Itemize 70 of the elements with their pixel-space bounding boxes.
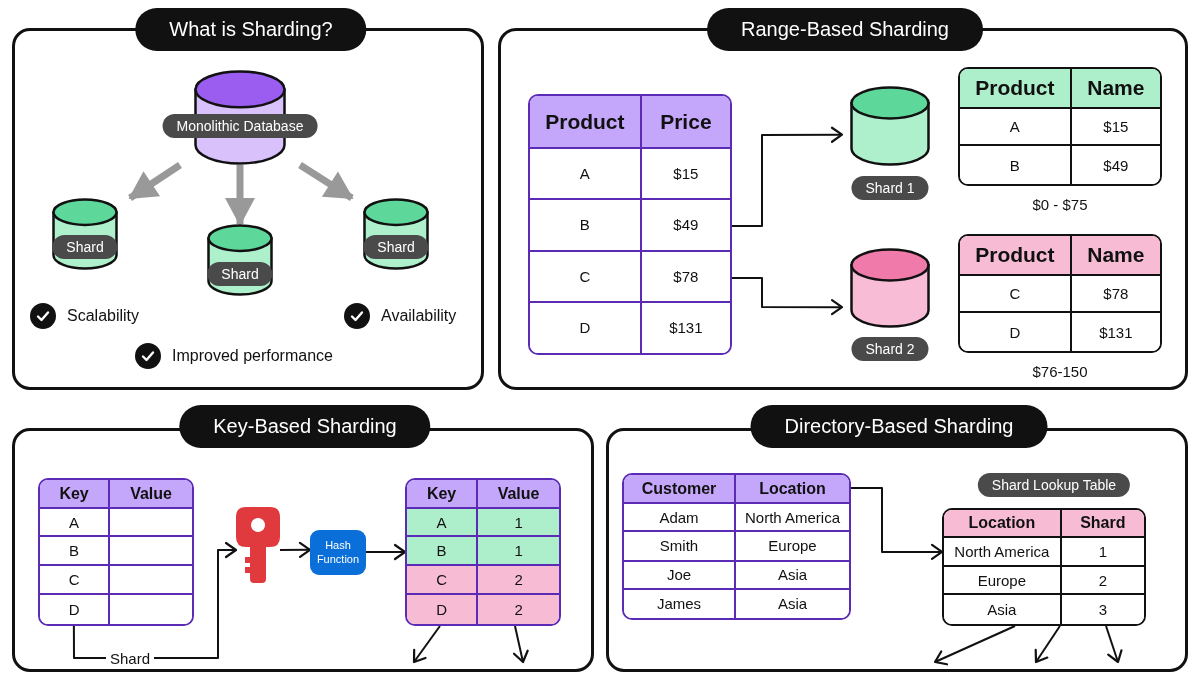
table-header: Name xyxy=(1071,69,1160,109)
arrow xyxy=(731,277,844,316)
table-cell: C xyxy=(960,275,1072,314)
arrow xyxy=(412,625,441,664)
arrow xyxy=(298,162,354,201)
table-header: Value xyxy=(110,480,192,510)
table-cell: 2 xyxy=(478,565,559,595)
benefit-text: Availability xyxy=(381,307,457,325)
table-cell: Smith xyxy=(624,532,736,562)
process-box: Hash Function xyxy=(310,530,366,575)
section-title: Key-Based Sharding xyxy=(179,405,431,448)
table-cell: D xyxy=(530,302,642,353)
arrow xyxy=(850,487,944,561)
arrow xyxy=(933,625,1017,666)
arrow xyxy=(731,126,844,228)
table-cell: D xyxy=(407,594,479,624)
node-label: Shard xyxy=(207,262,273,286)
range-label: $76-150 xyxy=(1032,362,1088,380)
table-cell: 2 xyxy=(478,594,559,624)
table-header: Key xyxy=(407,480,479,510)
arrow xyxy=(1034,625,1061,664)
table-cell: D xyxy=(40,594,111,624)
section-title: Range-Based Sharding xyxy=(707,8,983,51)
table-header: Product xyxy=(530,96,642,150)
table-cell: A xyxy=(407,509,479,538)
table-cell: C xyxy=(407,565,479,595)
table-header: Shard xyxy=(1061,510,1144,538)
table-header: Location xyxy=(736,475,849,505)
table-cell: A xyxy=(40,509,111,538)
table-cell: B xyxy=(530,200,642,252)
table-cell: Adam xyxy=(624,504,736,533)
table-cell: C xyxy=(40,565,111,595)
table-header: Name xyxy=(1071,236,1160,276)
table-header: Product xyxy=(960,69,1072,109)
benefit-text: Scalability xyxy=(67,307,140,325)
table-cell: A xyxy=(960,108,1072,147)
range-label: $0 - $75 xyxy=(1032,195,1088,213)
node-label: Shard xyxy=(52,235,118,259)
table-header: Product xyxy=(960,236,1072,276)
arrow xyxy=(512,625,529,664)
table-header: Key xyxy=(40,480,111,510)
table-cell: A xyxy=(530,149,642,201)
table-cell: 1 xyxy=(478,509,559,538)
table-cell: James xyxy=(624,589,736,618)
table-cell: C xyxy=(530,251,642,303)
table-cell: North America xyxy=(944,538,1062,567)
arrow xyxy=(365,543,407,561)
table-cell: Europe xyxy=(944,567,1062,595)
table-header: Value xyxy=(478,480,559,510)
table-cell: D xyxy=(960,313,1072,351)
arrow xyxy=(279,541,312,558)
node-label: Monolithic Database xyxy=(162,114,318,138)
arrow xyxy=(1105,625,1123,664)
table-header: Customer xyxy=(624,475,736,505)
benefit-text: Improved performance xyxy=(172,347,333,365)
table-cell: B xyxy=(960,146,1072,184)
node-label: Shard xyxy=(363,235,429,259)
table-cell: 1 xyxy=(478,537,559,566)
table-cell: B xyxy=(407,537,479,566)
table-header: Price xyxy=(641,96,730,150)
table-cell: B xyxy=(40,537,111,566)
table-cell: Joe xyxy=(624,561,736,590)
table-header: Location xyxy=(944,510,1062,538)
section-title: What is Sharding? xyxy=(135,8,367,51)
table-cell: Asia xyxy=(944,595,1062,624)
arrow xyxy=(128,162,182,201)
node-label: Shard 1 xyxy=(851,176,929,200)
section-title: Directory-Based Sharding xyxy=(750,405,1048,448)
table-title: Shard Lookup Table xyxy=(977,473,1131,497)
node-label: Shard 2 xyxy=(851,337,929,361)
